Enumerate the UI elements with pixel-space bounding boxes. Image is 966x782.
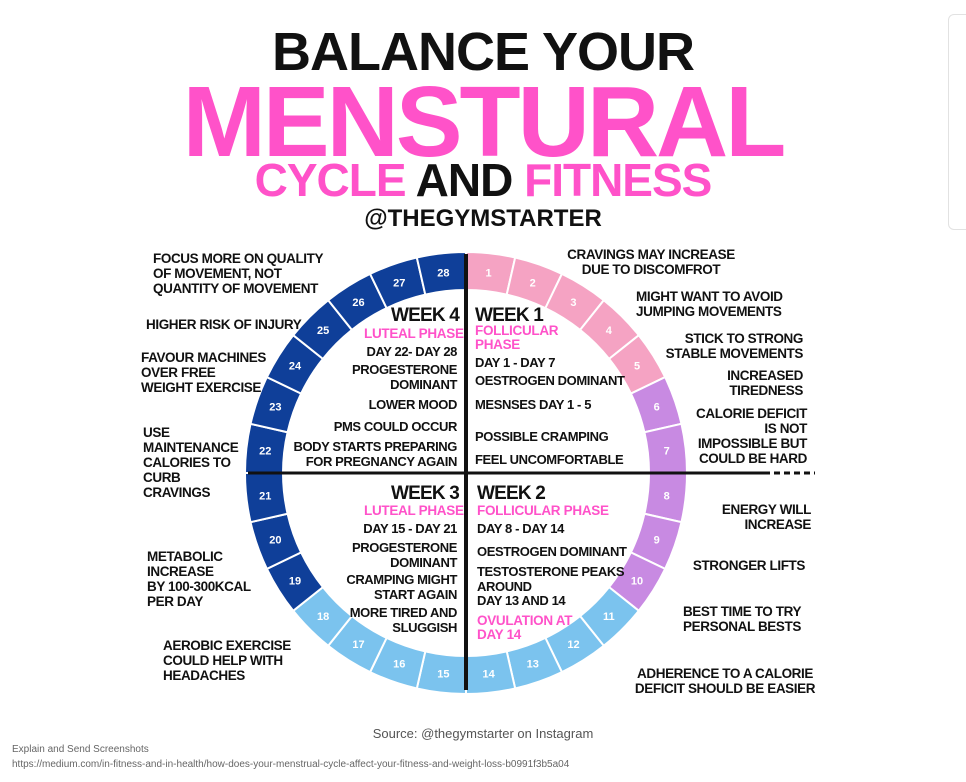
title-line-3: CYCLE AND FITNESS xyxy=(0,152,966,208)
day-label: 12 xyxy=(567,639,579,651)
day-label: 6 xyxy=(654,401,660,413)
week1-title: WEEK 1 xyxy=(475,305,544,326)
annotation-left-2: HIGHER RISK OF INJURY xyxy=(146,317,302,332)
week2-title: WEEK 2 xyxy=(477,483,546,504)
annotation-left-5: METABOLIC INCREASE BY 100-300KCAL PER DA… xyxy=(147,549,251,609)
caption-title: Explain and Send Screenshots xyxy=(12,744,149,755)
day-label: 28 xyxy=(437,267,449,279)
day-label: 24 xyxy=(289,361,302,373)
day-segments xyxy=(243,250,689,696)
day-label: 17 xyxy=(352,639,364,651)
day-label: 11 xyxy=(603,611,615,623)
week2-ovulation: OVULATION AT DAY 14 xyxy=(477,613,573,642)
day-label: 26 xyxy=(352,297,364,309)
annotation-right-1: CRAVINGS MAY INCREASE DUE TO DISCOMFROT xyxy=(567,247,735,277)
week4-line-5: BODY STARTS PREPARING FOR PREGNANCY AGAI… xyxy=(293,439,457,469)
week2-phase: FOLLICULAR PHASE xyxy=(477,503,609,518)
day-label: 15 xyxy=(437,669,449,681)
week3-line-4: MORE TIRED AND SLUGGISH xyxy=(349,605,458,635)
day-labels: 1234567891011121314151617181920212223242… xyxy=(259,267,670,680)
title-line-1: BALANCE YOUR xyxy=(271,22,695,82)
week3-phase: LUTEAL PHASE xyxy=(364,503,464,518)
week3-title: WEEK 3 xyxy=(391,483,460,504)
day-label: 7 xyxy=(664,445,670,457)
day-label: 22 xyxy=(259,445,271,457)
day-label: 10 xyxy=(631,575,643,587)
week1-line-1: DAY 1 - DAY 7 xyxy=(475,355,556,370)
side-panel-tab[interactable] xyxy=(948,14,966,230)
annotation-left-3: FAVOUR MACHINES OVER FREE WEIGHT EXERCIS… xyxy=(141,350,267,395)
week4-line-3: LOWER MOOD xyxy=(368,397,458,412)
title-word-cycle: CYCLE xyxy=(254,154,407,206)
week2-line-3: TESTOSTERONE PEAKS AROUND DAY 13 AND 14 xyxy=(477,564,625,608)
day-label: 9 xyxy=(654,535,660,547)
day-label: 27 xyxy=(393,277,405,289)
day-label: 25 xyxy=(317,325,329,337)
annotation-right-5: CALORIE DEFICIT IS NOT IMPOSSIBLE BUT CO… xyxy=(696,406,807,466)
week3-line-3: CRAMPING MIGHT START AGAIN xyxy=(346,572,457,602)
day-label: 16 xyxy=(393,659,405,671)
instagram-handle: @THEGYMSTARTER xyxy=(364,205,602,232)
day-label: 4 xyxy=(606,325,613,337)
day-label: 18 xyxy=(317,611,329,623)
title-word-and: AND xyxy=(415,154,514,206)
day-label: 2 xyxy=(530,277,536,289)
day-label: 5 xyxy=(634,361,640,373)
week4-line-1: DAY 22- DAY 28 xyxy=(366,344,457,359)
day-label: 19 xyxy=(289,575,301,587)
annotation-left-1: FOCUS MORE ON QUALITY OF MOVEMENT, NOT Q… xyxy=(153,251,324,296)
title-line-2: MENSTURAL xyxy=(182,66,787,178)
week4-title: WEEK 4 xyxy=(391,305,460,326)
week4-line-4: PMS COULD OCCUR xyxy=(333,419,458,434)
caption-url[interactable]: https://medium.com/in-fitness-and-in-hea… xyxy=(12,759,570,770)
day-label: 3 xyxy=(570,297,576,309)
week2-line-1: DAY 8 - DAY 14 xyxy=(477,521,564,536)
day-label: 14 xyxy=(482,669,495,681)
annotation-right-6: ENERGY WILL INCREASE xyxy=(721,502,812,532)
annotation-right-3: STICK TO STRONG STABLE MOVEMENTS xyxy=(665,331,804,361)
annotation-right-7: STRONGER LIFTS xyxy=(692,558,806,573)
day-label: 21 xyxy=(259,491,271,503)
annotation-right-4: INCREASED TIREDNESS xyxy=(727,368,803,398)
annotation-left-4: USE MAINTENANCE CALORIES TO CURB CRAVING… xyxy=(143,425,239,500)
annotation-left-6: AEROBIC EXERCISE COULD HELP WITH HEADACH… xyxy=(163,638,291,683)
day-label: 13 xyxy=(527,659,539,671)
week1-line-3: MESNSES DAY 1 - 5 xyxy=(475,397,592,412)
week1-phase: FOLLICULAR PHASE xyxy=(475,323,559,352)
annotation-right-9: ADHERENCE TO A CALORIE DEFICIT SHOULD BE… xyxy=(634,666,816,696)
annotation-right-8: BEST TIME TO TRY PERSONAL BESTS xyxy=(682,604,802,634)
week1-line-5: FEEL UNCOMFORTABLE xyxy=(475,452,624,467)
title-word-fitness: FITNESS xyxy=(524,154,712,206)
annotation-right-2: MIGHT WANT TO AVOID JUMPING MOVEMENTS xyxy=(636,289,783,319)
day-label: 1 xyxy=(486,267,492,279)
week2-line-2: OESTROGEN DOMINANT xyxy=(477,544,627,559)
week4-phase: LUTEAL PHASE xyxy=(364,326,464,341)
week3-line-2: PROGESTERONE DOMINANT xyxy=(352,540,457,570)
day-label: 8 xyxy=(664,491,670,503)
week4-line-2: PROGESTERONE DOMINANT xyxy=(352,362,457,392)
week1-line-4: POSSIBLE CRAMPING xyxy=(475,429,609,444)
day-label: 23 xyxy=(269,401,281,413)
source-caption: Source: @thegymstarter on Instagram xyxy=(372,726,594,741)
day-label: 20 xyxy=(269,535,281,547)
week1-line-2: OESTROGEN DOMINANT xyxy=(475,373,625,388)
week3-line-1: DAY 15 - DAY 21 xyxy=(363,521,457,536)
